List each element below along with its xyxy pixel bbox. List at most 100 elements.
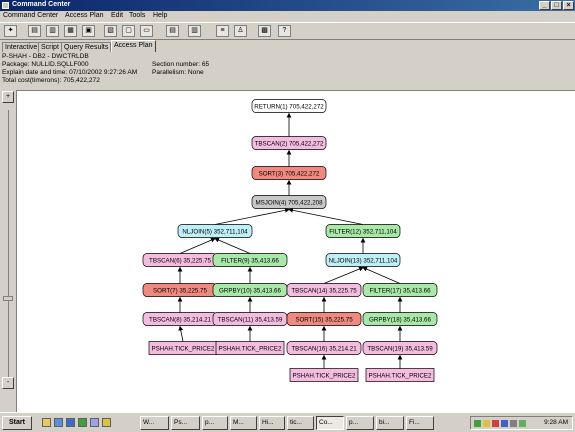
plan-node-nljoin13[interactable]: NLJOIN(13) 352,711,104 [325, 253, 401, 267]
taskbar-task[interactable]: p... [202, 416, 228, 430]
tab-query-results[interactable]: Query Results [61, 42, 112, 52]
plan-node-sort3[interactable]: SORT(3) 705,422,272 [251, 166, 327, 180]
plan-node-label: TBSCAN(2) 705,422,272 [255, 140, 324, 147]
taskbar-task[interactable]: Fi... [406, 416, 434, 430]
plan-node-table_c[interactable]: PSHAH.TICK_PRICE2 [289, 368, 359, 382]
plan-node-table_a[interactable]: PSHAH.TICK_PRICE2 [148, 341, 218, 355]
network-icon[interactable] [474, 420, 481, 427]
menu-access-plan[interactable]: Access Plan [65, 12, 104, 19]
plan-node-box [325, 224, 401, 238]
media-icon[interactable] [90, 418, 99, 427]
menu-command-center[interactable]: Command Center [3, 12, 59, 19]
desktop-icon[interactable] [78, 418, 87, 427]
taskbar: Start W... Ps... p... M... Hi... tic... … [0, 412, 575, 432]
plan-node-filter17[interactable]: FILTER(17) 35,413.66 [362, 283, 438, 297]
ie-icon[interactable] [54, 418, 63, 427]
plan-node-box [251, 99, 327, 113]
parallelism-label: Parallelism: None [152, 69, 204, 76]
security-icon[interactable] [501, 420, 508, 427]
plan-node-tbscan6[interactable]: TBSCAN(6) 35,225.75 [142, 253, 218, 267]
plan-node-sort7[interactable]: SORT(7) 35,225.75 [142, 283, 218, 297]
taskbar-task[interactable]: p... [346, 416, 374, 430]
taskbar-task[interactable]: tic... [287, 416, 314, 430]
explorer-icon[interactable] [42, 418, 51, 427]
plan-node-box [286, 283, 362, 297]
plan-node-return1[interactable]: RETURN(1) 705,422,272 [251, 99, 327, 113]
query-results-icon[interactable]: ▦ [64, 25, 77, 37]
list-icon[interactable]: ▣ [82, 25, 95, 37]
plan-node-grpby10[interactable]: GRPBY(10) 35,413.66 [212, 283, 288, 297]
help-icon[interactable]: ? [278, 25, 291, 37]
messenger-icon[interactable] [519, 420, 526, 427]
plan-node-label: GRPBY(10) 35,413.66 [219, 287, 281, 294]
plan-node-table_b[interactable]: PSHAH.TICK_PRICE2 [215, 341, 285, 355]
plan-node-sort15[interactable]: SORT(15) 35,225.75 [286, 312, 362, 326]
plan-node-tbscan19[interactable]: TBSCAN(19) 35,413.59 [362, 341, 438, 355]
history-icon[interactable]: ▥ [46, 25, 59, 37]
details-icon[interactable]: ≡ [216, 25, 229, 37]
plan-node-label: PSHAH.TICK_PRICE2 [293, 372, 356, 379]
db2-icon[interactable] [492, 420, 499, 427]
volume-icon[interactable] [483, 420, 490, 427]
minimize-button[interactable]: _ [539, 1, 550, 10]
menu-bar: Command Center Access Plan Edit Tools He… [0, 11, 575, 22]
statistics-icon[interactable]: ♙ [234, 25, 247, 37]
taskbar-task[interactable]: M... [230, 416, 257, 430]
show-sql-icon[interactable]: ▥ [188, 25, 201, 37]
tab-script[interactable]: Script [38, 42, 62, 52]
plan-node-tbscan16[interactable]: TBSCAN(16) 35,214.21 [286, 341, 362, 355]
plan-node-tbscan2[interactable]: TBSCAN(2) 705,422,272 [251, 136, 327, 150]
winamp-icon[interactable] [102, 418, 111, 427]
taskbar-task[interactable]: bi... [376, 416, 404, 430]
plan-node-label: FILTER(9) 35,413.66 [221, 257, 279, 264]
plan-info: P-SHAH - DB2 - DWCTRLDB Package: NULLID.… [2, 53, 572, 89]
tree-icon[interactable]: ▩ [258, 25, 271, 37]
app-icon [2, 2, 9, 9]
save-icon[interactable]: ▢ [122, 25, 135, 37]
plan-node-filter9[interactable]: FILTER(9) 35,413.66 [212, 253, 288, 267]
plan-edge [178, 325, 184, 342]
plan-node-nljoin5[interactable]: NLJOIN(5) 352,711,104 [177, 224, 253, 238]
plan-node-msjoin4[interactable]: MSJOIN(4) 705,422,208 [251, 195, 327, 209]
taskbar-task-active[interactable]: Co... [316, 416, 344, 430]
taskbar-task[interactable]: Hi... [259, 416, 285, 430]
plan-node-tbscan14[interactable]: TBSCAN(14) 35,225.75 [286, 283, 362, 297]
tab-interactive[interactable]: Interactive [2, 42, 41, 52]
execute-icon[interactable]: ▭ [140, 25, 153, 37]
printer-icon[interactable] [510, 420, 517, 427]
start-button[interactable]: Start [2, 416, 32, 430]
menu-help[interactable]: Help [153, 12, 168, 19]
plan-node-label: NLJOIN(13) 352,711,104 [329, 257, 398, 264]
menu-edit[interactable]: Edit [111, 12, 124, 19]
close-button[interactable]: × [563, 1, 574, 10]
outlook-icon[interactable] [66, 418, 75, 427]
tab-access-plan[interactable]: Access Plan [111, 40, 156, 52]
options-icon[interactable]: ▤ [166, 25, 179, 37]
plan-node-label: TBSCAN(14) 35,225.75 [291, 287, 357, 294]
plan-node-box [289, 368, 359, 382]
plan-node-box [212, 253, 288, 267]
plan-node-label: SORT(3) 705,422,272 [259, 170, 320, 177]
taskbar-task[interactable]: Ps... [171, 416, 200, 430]
plan-node-tbscan8[interactable]: TBSCAN(8) 35,214.21 [142, 312, 218, 326]
open-icon[interactable]: ▧ [104, 25, 117, 37]
wizard-icon[interactable]: ✦ [4, 25, 17, 37]
zoom-slider-thumb[interactable] [3, 296, 13, 301]
taskbar-task[interactable]: W... [140, 416, 169, 430]
window-title: Command Center [12, 1, 71, 8]
plan-node-tbscan11[interactable]: TBSCAN(11) 35,413.59 [212, 312, 288, 326]
zoom-out-icon[interactable]: - [2, 377, 14, 389]
plan-edge [214, 207, 290, 225]
plan-node-table_d[interactable]: PSHAH.TICK_PRICE2 [365, 368, 435, 382]
plan-node-box [251, 195, 327, 209]
toolbar: ✦ ▤ ▥ ▦ ▣ ▧ ▢ ▭ ▤ ▥ ≡ ♙ ▩ ? [0, 22, 575, 40]
script-icon[interactable]: ▤ [28, 25, 41, 37]
zoom-in-icon[interactable]: + [2, 91, 14, 103]
plan-node-box [325, 253, 401, 267]
menu-tools[interactable]: Tools [129, 12, 146, 19]
plan-node-grpby18[interactable]: GRPBY(18) 35,413.66 [362, 312, 438, 326]
maximize-button[interactable]: □ [551, 1, 562, 10]
plan-node-filter12[interactable]: FILTER(12) 352,711,104 [325, 224, 401, 238]
